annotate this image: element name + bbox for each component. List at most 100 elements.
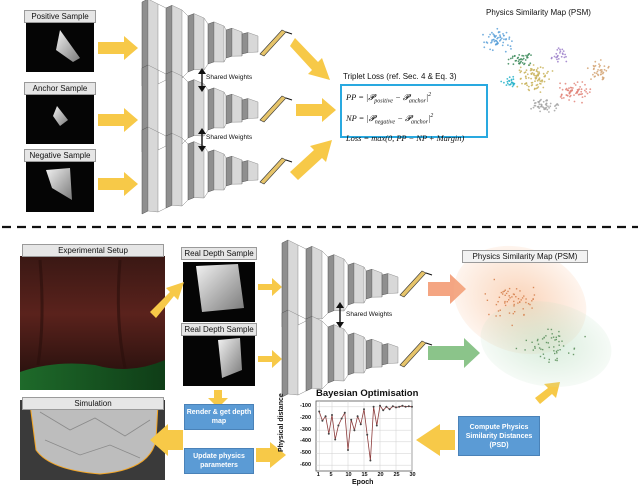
psm-point — [545, 341, 548, 344]
psm-point — [512, 312, 514, 315]
network-layer — [381, 343, 389, 366]
experimental-setup-label: Experimental Setup — [22, 244, 164, 257]
psm-point — [526, 55, 528, 58]
psm-point — [526, 56, 528, 59]
data-point — [321, 419, 324, 422]
chart-title: Bayesian Optimisation — [316, 388, 419, 399]
psm-point — [498, 40, 501, 42]
psm-point — [495, 303, 498, 306]
psm-point — [561, 97, 563, 100]
layer-connector — [157, 3, 167, 9]
psm-point — [550, 328, 553, 331]
psm-point — [549, 102, 552, 105]
shared-weights-label-bottom: Shared Weights — [346, 311, 393, 318]
network-layer-face — [231, 27, 243, 57]
layer-connector — [223, 91, 227, 97]
psm-point — [507, 62, 510, 65]
psm-point — [568, 87, 570, 90]
psm-point — [564, 53, 566, 56]
psm-point — [568, 352, 570, 354]
psm-point — [495, 315, 497, 317]
psm-point — [520, 299, 522, 301]
psm-point — [482, 33, 484, 36]
psm-point — [537, 106, 540, 108]
psm-point — [512, 293, 515, 295]
psm-point — [562, 50, 565, 52]
psm-point — [554, 339, 556, 341]
psm-point — [524, 59, 527, 61]
layer-connector — [343, 374, 349, 382]
psm-point — [605, 69, 608, 72]
network-layer-face — [287, 309, 299, 396]
network-layer-face — [171, 132, 183, 207]
psm-point — [506, 80, 509, 83]
psm-point — [557, 47, 560, 49]
data-point — [385, 405, 388, 408]
cnn-network-positive — [141, 0, 293, 87]
psm-point — [484, 293, 486, 295]
layer-connector — [181, 199, 189, 207]
psm-point — [523, 314, 525, 316]
psm-point — [559, 52, 561, 54]
psm-point — [573, 82, 576, 85]
y-tick-label: -500 — [300, 450, 312, 456]
psm-point — [600, 71, 603, 73]
psm-point — [542, 67, 544, 69]
psm-title-top: Physics Similarity Map (PSM) — [486, 8, 591, 17]
psm-point — [536, 79, 539, 82]
psm-point — [554, 359, 557, 361]
experimental-setup-photo — [20, 256, 165, 390]
psm-point — [532, 99, 535, 102]
psm-point — [542, 106, 544, 108]
psm-point — [503, 81, 505, 84]
psm-point — [572, 353, 575, 356]
psm-point — [578, 88, 581, 90]
psm-point — [501, 44, 504, 47]
psm-point — [538, 103, 541, 106]
psm-point — [500, 291, 503, 294]
x-tick-label: 25 — [393, 472, 400, 478]
psm-point — [556, 103, 559, 105]
data-point — [340, 417, 343, 420]
network-layer-face — [371, 268, 383, 298]
psm-point — [525, 69, 528, 72]
psm-point — [508, 38, 511, 40]
psm-point — [504, 294, 506, 296]
psm-point — [507, 44, 509, 46]
psm-point — [596, 70, 599, 73]
psm-point — [497, 31, 500, 34]
psm-point — [524, 76, 527, 78]
psm-point — [559, 50, 562, 53]
data-point — [395, 406, 397, 409]
network-layer — [305, 315, 313, 392]
psm-point — [502, 34, 505, 37]
psm-point — [513, 293, 515, 296]
data-point — [350, 418, 353, 421]
psm-point — [561, 52, 564, 55]
psm-point — [548, 107, 550, 109]
psm-point — [558, 330, 560, 333]
y-tick-label: -100 — [300, 403, 312, 410]
network-layer — [241, 98, 249, 121]
psm-point — [521, 54, 524, 57]
psm-point — [500, 37, 503, 40]
psm-point — [559, 48, 561, 51]
psm-point — [599, 64, 601, 67]
psm-point — [545, 102, 548, 105]
psm-point — [593, 75, 596, 78]
series-points — [318, 404, 413, 462]
psm-point — [519, 78, 522, 80]
bottom-yellow-arrows — [150, 278, 560, 468]
psm-point — [572, 87, 574, 89]
network-layer — [141, 126, 149, 215]
psm-point — [583, 89, 586, 92]
psm-point — [505, 84, 508, 86]
psm-point — [525, 82, 528, 85]
psm-point — [521, 62, 524, 64]
layer-connector — [363, 368, 367, 374]
psm-point — [525, 77, 527, 80]
psm-point — [523, 295, 525, 297]
network-layer — [381, 273, 389, 296]
network-layer-face — [387, 273, 399, 294]
